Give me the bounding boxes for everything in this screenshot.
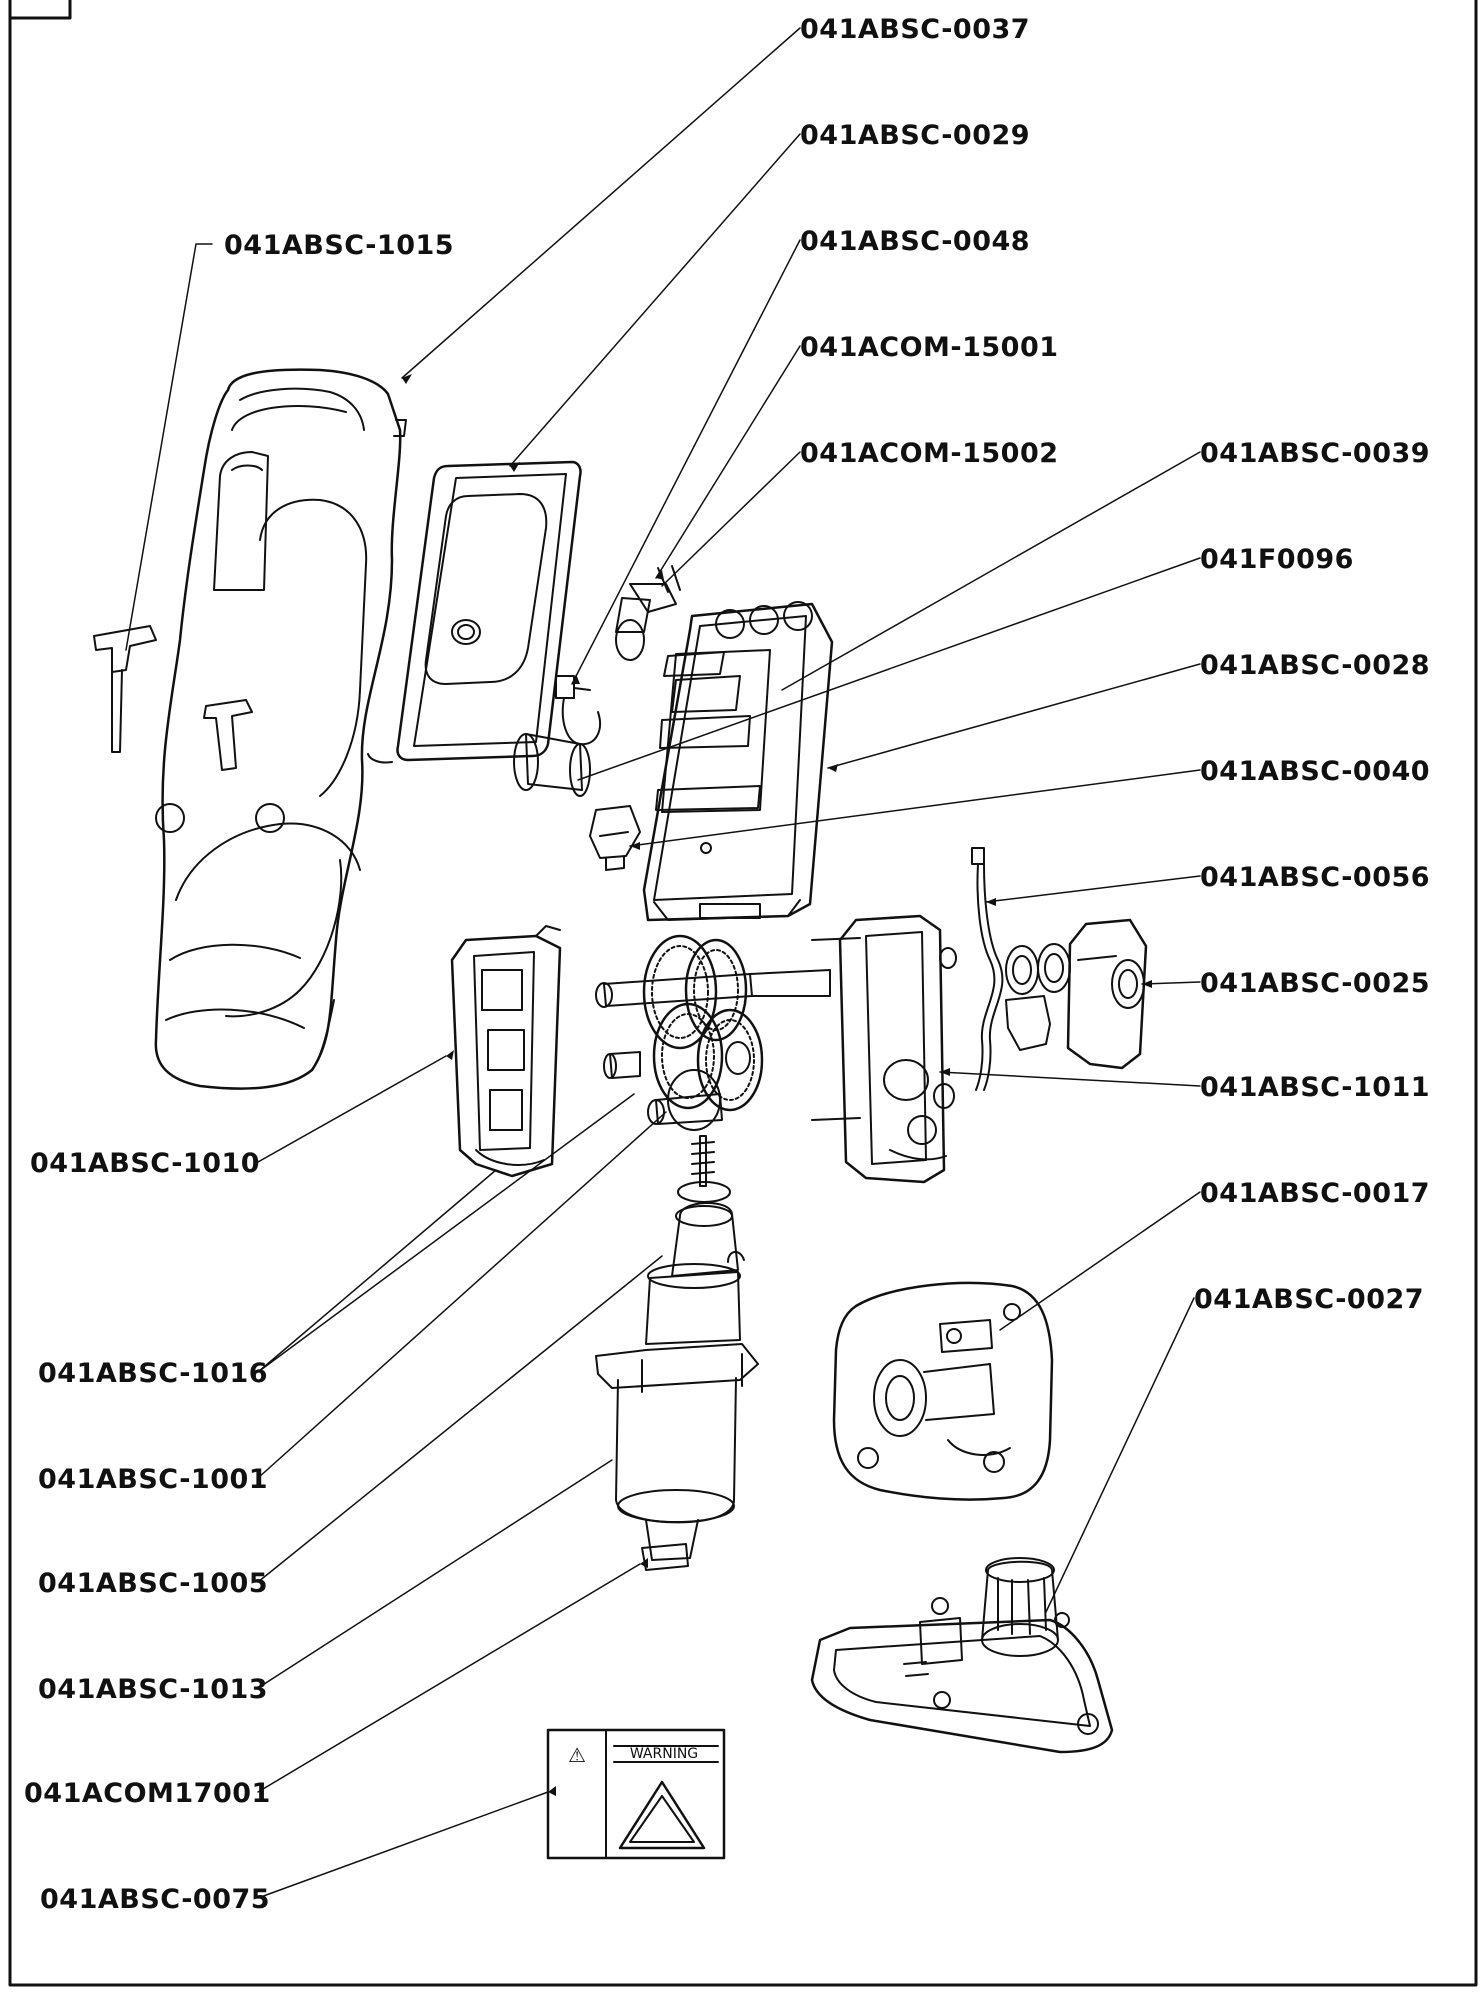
part-label-041ABSC-1010: 041ABSC-1010 <box>30 1148 261 1179</box>
gear-cluster <box>595 934 831 1131</box>
part-label-041ABSC-0037: 041ABSC-0037 <box>800 14 1031 45</box>
part-label-041ABSC-0075: 041ABSC-0075 <box>40 1884 271 1915</box>
part-label-041ABSC-0029: 041ABSC-0029 <box>800 120 1031 151</box>
sheet-border <box>8 0 1478 1987</box>
detail-base-assembly <box>810 1557 1114 1754</box>
part-label-041ABSC-1015: 041ABSC-1015 <box>224 230 455 261</box>
warning-label-text: WARNING <box>630 1746 698 1762</box>
right-gear-housing <box>811 914 957 1184</box>
warning-label <box>546 1728 726 1860</box>
part-label-041ABSC-0017: 041ABSC-0017 <box>1200 1178 1431 1209</box>
front-panel-cover <box>396 460 582 762</box>
part-label-041ABSC-0027: 041ABSC-0027 <box>1194 1284 1425 1315</box>
part-label-041ABSC-0025: 041ABSC-0025 <box>1200 968 1431 999</box>
gear-cover <box>1066 918 1148 1070</box>
part-label-041ABSC-1005: 041ABSC-1005 <box>38 1568 269 1599</box>
left-gear-housing <box>450 925 562 1178</box>
part-label-041ABSC-1001: 041ABSC-1001 <box>38 1464 269 1495</box>
sensor-cable <box>971 847 1004 1091</box>
motor-assembly <box>595 1135 759 1571</box>
t-key <box>93 625 157 753</box>
part-label-041ABSC-0028: 041ABSC-0028 <box>1200 650 1431 681</box>
part-label-041ACOM17001: 041ACOM17001 <box>24 1778 271 1809</box>
control-enclosure <box>642 601 834 922</box>
mounting-clip <box>589 805 641 871</box>
leader-arrowheads <box>402 374 1152 1796</box>
part-label-041ACOM-15001: 041ACOM-15001 <box>800 332 1059 363</box>
main-cover-housing <box>154 368 407 1090</box>
warning-symbol-icon: ⚠ <box>568 1743 586 1767</box>
leader-lines <box>125 27 1201 1899</box>
part-label-041ACOM-15002: 041ACOM-15002 <box>800 438 1059 469</box>
detail-inset-limit-switch <box>832 1281 1054 1501</box>
limit-switch-rings <box>1005 943 1071 1051</box>
part-label-041ABSC-1013: 041ABSC-1013 <box>38 1674 269 1705</box>
part-label-041ABSC-1011: 041ABSC-1011 <box>1200 1072 1431 1103</box>
part-label-041ABSC-0040: 041ABSC-0040 <box>1200 756 1431 787</box>
part-label-041ABSC-1016: 041ABSC-1016 <box>38 1358 269 1389</box>
sensor-with-wire <box>555 675 601 746</box>
part-label-041ABSC-0056: 041ABSC-0056 <box>1200 862 1431 893</box>
part-label-041F0096: 041F0096 <box>1200 544 1354 575</box>
capacitor <box>513 733 591 797</box>
lamp-assembly <box>615 565 681 661</box>
part-label-041ABSC-0048: 041ABSC-0048 <box>800 226 1031 257</box>
part-label-041ABSC-0039: 041ABSC-0039 <box>1200 438 1431 469</box>
